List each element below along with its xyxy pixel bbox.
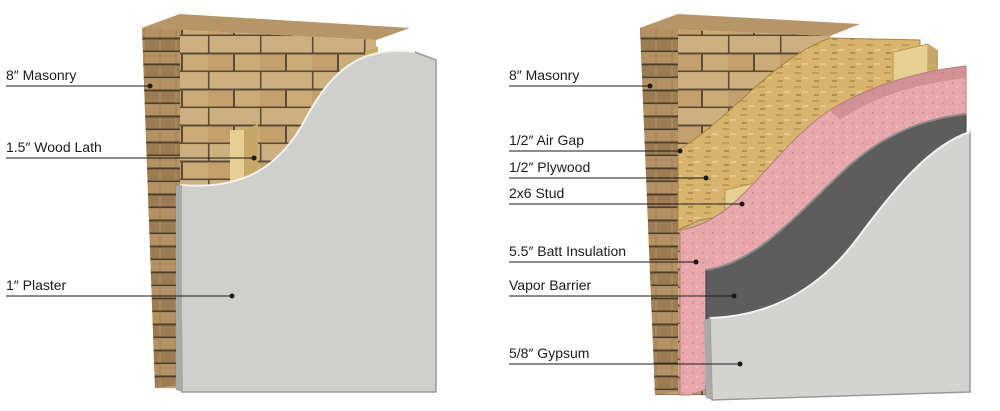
right-label-insulation-text: 5.5″ Batt Insulation: [509, 243, 626, 259]
left-masonry-top: [142, 14, 410, 40]
right-wall-section: [640, 14, 971, 401]
left-label-lath: 1.5″ Wood Lath: [6, 139, 257, 161]
right-marker-masonry: [647, 83, 653, 89]
right-marker-air-gap: [677, 148, 683, 154]
left-marker-masonry: [147, 83, 153, 89]
right-marker-gypsum: [737, 361, 743, 367]
right-marker-plywood: [703, 175, 709, 181]
right-label-gypsum-text: 5/8″ Gypsum: [509, 345, 589, 361]
left-wall-section: [142, 14, 437, 393]
left-marker-plaster: [229, 293, 235, 299]
right-marker-insulation: [693, 259, 699, 265]
right-label-stud-text: 2x6 Stud: [509, 185, 564, 201]
left-masonry-side: [142, 14, 180, 388]
right-label-masonry-text: 8″ Masonry: [509, 67, 579, 83]
right-label-stud: 2x6 Stud: [509, 185, 745, 207]
left-label-masonry: 8″ Masonry: [6, 67, 153, 89]
right-label-insulation: 5.5″ Batt Insulation: [509, 243, 699, 265]
right-label-air-gap: 1/2″ Air Gap: [509, 132, 683, 154]
left-label-plaster: 1″ Plaster: [6, 277, 235, 299]
right-label-air-gap-text: 1/2″ Air Gap: [509, 132, 584, 148]
right-label-vapor-barrier-text: Vapor Barrier: [509, 277, 592, 293]
left-label-masonry-text: 8″ Masonry: [6, 67, 76, 83]
left-marker-lath: [251, 155, 257, 161]
right-marker-vapor-barrier: [731, 293, 737, 299]
right-marker-stud: [739, 201, 745, 207]
right-label-masonry: 8″ Masonry: [509, 67, 653, 89]
right-label-plywood: 1/2″ Plywood: [509, 159, 709, 181]
right-masonry-top: [640, 14, 860, 36]
right-label-gypsum: 5/8″ Gypsum: [509, 345, 743, 367]
left-label-lath-text: 1.5″ Wood Lath: [6, 139, 102, 155]
right-label-vapor-barrier: Vapor Barrier: [509, 277, 737, 299]
left-label-plaster-text: 1″ Plaster: [6, 277, 67, 293]
right-label-plywood-text: 1/2″ Plywood: [509, 159, 590, 175]
